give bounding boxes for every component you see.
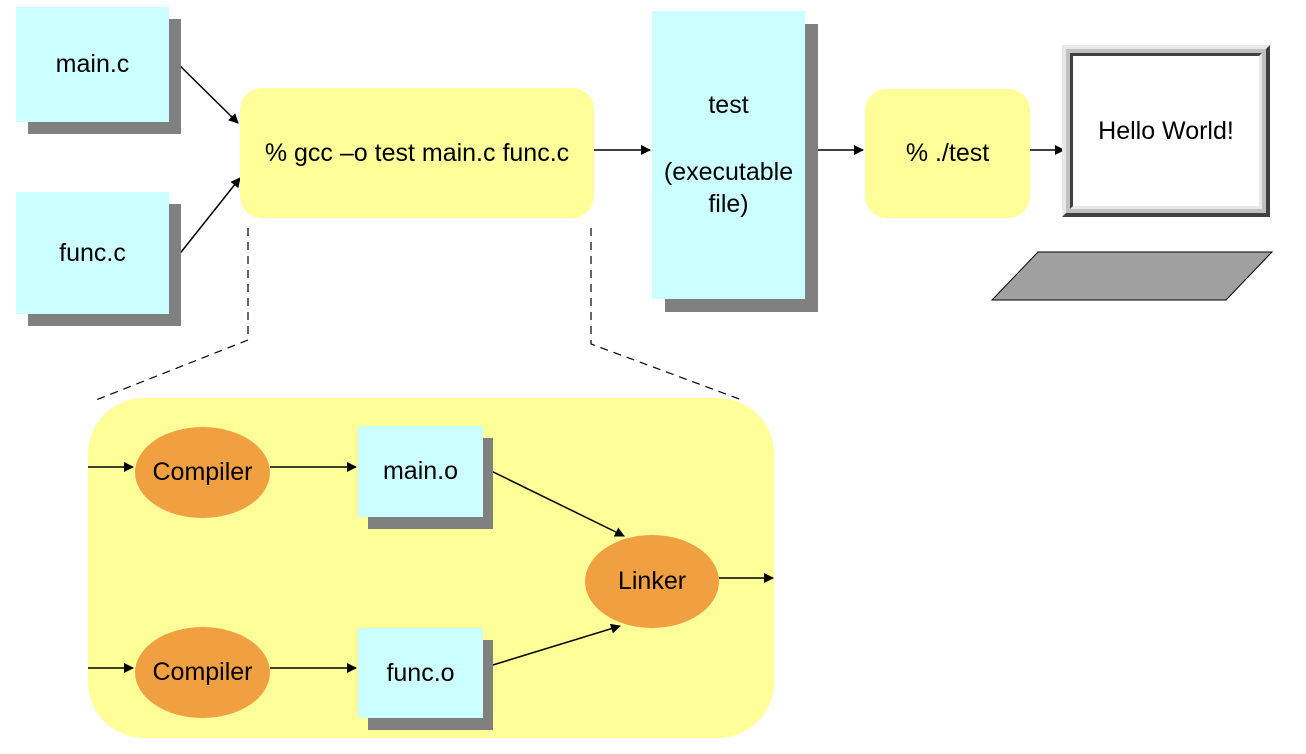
compiler-node-bottom: Compiler (135, 627, 270, 718)
main-c-label: main.c (55, 50, 130, 79)
main-o-label: main.o (382, 457, 459, 486)
gcc-command-label: % gcc –o test main.c func.c (264, 138, 570, 167)
run-command-box: % ./test (865, 89, 1030, 218)
main-c-file: main.c (16, 7, 169, 122)
arrow-func-c-to-gcc (169, 177, 241, 267)
linker-node: Linker (585, 535, 719, 628)
compiler-top-label: Compiler (152, 458, 253, 487)
executable-file: test (executable file) (652, 11, 805, 299)
dashed-zoom-line-left (95, 228, 249, 401)
executable-name: test (708, 91, 749, 120)
func-o-label: func.o (386, 658, 455, 687)
dashed-zoom-line-right (590, 228, 743, 401)
main-o-file: main.o (358, 426, 483, 517)
monitor-output: Hello World! (1098, 116, 1234, 145)
func-c-file: func.c (16, 192, 169, 314)
gcc-command-box: % gcc –o test main.c func.c (240, 88, 594, 218)
func-o-file: func.o (358, 628, 483, 718)
func-c-label: func.c (59, 238, 126, 267)
arrow-main-c-to-gcc (169, 55, 239, 124)
compiler-bottom-label: Compiler (152, 658, 253, 687)
linker-label: Linker (617, 567, 687, 596)
monitor-screen: Hello World! (1070, 53, 1262, 209)
compiler-node-top: Compiler (135, 427, 270, 518)
arrow-func-o-to-linker (482, 623, 621, 669)
executable-description: (executable file) (663, 157, 794, 219)
arrow-main-o-to-linker (482, 466, 625, 537)
keyboard-shape (990, 251, 1274, 301)
run-command-label: % ./test (905, 139, 990, 168)
